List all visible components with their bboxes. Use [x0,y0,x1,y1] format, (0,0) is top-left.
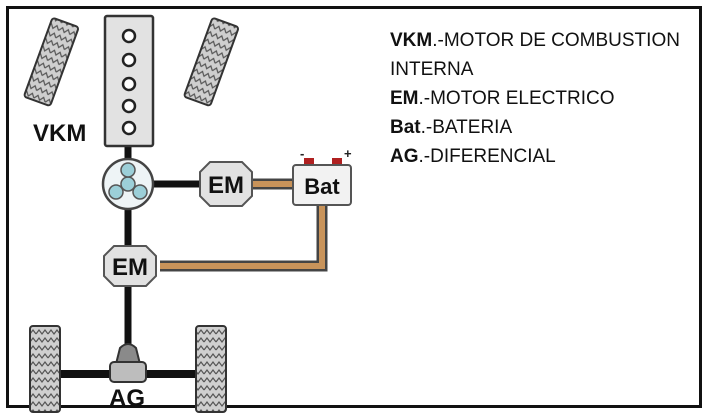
cylinder [121,28,137,44]
legend-term: Bat [390,117,421,138]
legend-item-ag: AG.-DIFERENCIAL [390,142,700,171]
legend-item-bat: Bat.-BATERIA [390,113,700,142]
legend-description: MOTOR DE COMBUSTION [443,30,680,51]
rear-right-wheel [195,325,227,413]
battery [292,158,352,206]
legend-separator: .- [420,117,433,138]
legend: VKM.-MOTOR DE COMBUSTION INTERNA EM.-MOT… [390,26,700,171]
cylinder [121,52,137,68]
legend-separator: .- [432,30,444,51]
battery-label: Bat [304,174,340,199]
cylinder [121,76,137,92]
legend-separator: .- [418,146,431,167]
battery-terminal-positive-post [332,158,342,166]
electric-motor-lower-label: EM [112,254,148,281]
legend-term: VKM [390,30,433,51]
legend-term: AG [390,146,419,167]
legend-term: EM [390,88,419,109]
front-right-wheel [183,17,239,107]
link-battery-to-lower-em [160,198,328,272]
planetary-coupling [101,157,155,211]
differential-label: AG [109,385,145,412]
rear-left-wheel [29,325,61,413]
front-left-wheel [23,17,79,107]
battery-terminal-negative: - [300,146,304,161]
legend-separator: .- [418,88,431,109]
electrical-links [160,178,328,272]
legend-item-vkm: VKM.-MOTOR DE COMBUSTION [390,26,700,55]
battery-terminal-negative-post [304,158,314,166]
electric-motor-upper-label: EM [208,172,244,199]
legend-description: BATERIA [432,117,513,138]
cylinder [121,120,137,136]
legend-description: MOTOR ELECTRICO [430,88,615,109]
legend-description: INTERNA [390,59,474,80]
legend-item-em: EM.-MOTOR ELECTRICO [390,84,700,113]
electric-motor-lower [103,245,157,287]
battery-terminal-positive: + [344,146,352,161]
differential [109,343,147,383]
legend-item-vkm-continued: INTERNA [390,55,700,84]
engine-block [103,14,155,148]
electric-motor-upper [199,161,253,207]
legend-description: DIFERENCIAL [430,146,556,167]
engine-label: VKM [33,120,86,147]
cylinder [121,98,137,114]
